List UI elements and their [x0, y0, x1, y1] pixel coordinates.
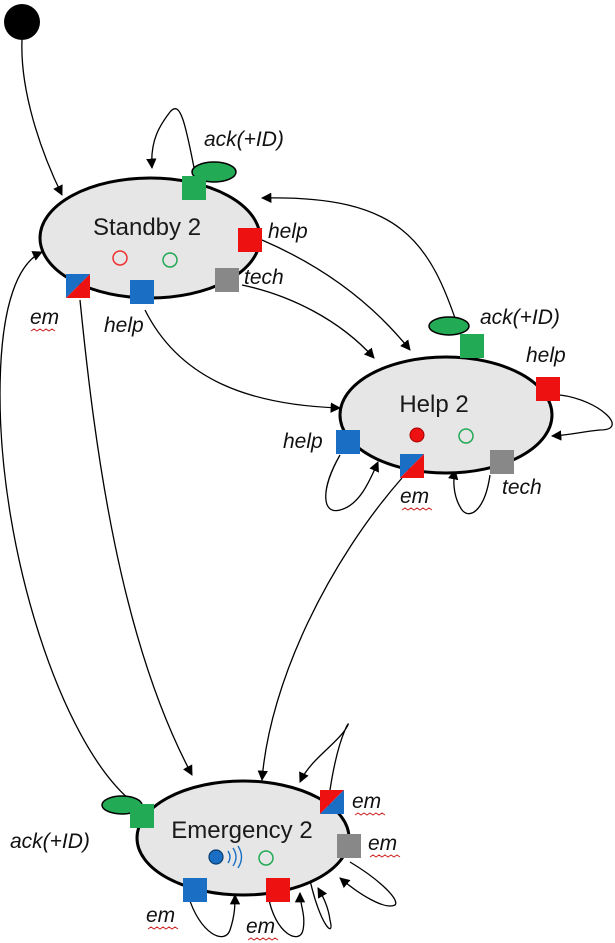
help-em-port [400, 454, 424, 478]
help-ack-label: ack(+ID) [480, 306, 560, 329]
help-help-left-label: help [283, 430, 323, 453]
emergency-label: Emergency 2 [171, 817, 312, 844]
edges [0, 39, 613, 938]
spellcheck-underline [247, 937, 279, 941]
emergency-em-right-label: em [368, 832, 397, 855]
help-ellipse [338, 355, 554, 475]
help-tech-label: tech [502, 476, 542, 499]
spellcheck-underline [369, 854, 401, 858]
help-help-left-port [336, 430, 360, 454]
edge-help-left-loop [325, 454, 379, 512]
edge-standby-ack-loop [146, 108, 197, 179]
standby-red-indicator [112, 250, 128, 266]
emergency-blue-indicator [208, 849, 224, 865]
help-ack-port [460, 334, 484, 358]
edge-help-right-loop [550, 394, 613, 441]
state-emergency: Emergency 2 [135, 779, 351, 897]
edge-standby-help-bottom-to-help [144, 309, 342, 413]
standby-label: Standby 2 [93, 214, 201, 241]
emergency-em-top-port [320, 790, 344, 814]
emergency-em-bottom-right-port [266, 878, 290, 902]
help-help-right-label: help [526, 344, 566, 367]
standby-ack-port [182, 176, 206, 200]
edge-emergency-bottom-loop-2 [267, 891, 306, 938]
standby-help-bottom-port [130, 280, 154, 304]
spellcheck-underline [354, 812, 386, 816]
edge-standby-tech-to-help [241, 284, 375, 359]
help-ack-token [428, 316, 470, 336]
edge-initial-to-standby [21, 39, 63, 196]
edge-standby-em-to-emergency [79, 299, 193, 776]
emergency-em-top-label: em [352, 790, 381, 813]
edge-emergency-bottom-loop-3 [309, 879, 332, 930]
standby-help-port [238, 228, 262, 252]
emergency-ack-port [130, 804, 154, 828]
help-label: Help 2 [399, 391, 468, 418]
standby-tech-port [215, 268, 239, 292]
state-standby: Standby 2 [38, 176, 262, 300]
signal-waves-icon [227, 845, 243, 869]
standby-ack-label: ack(+ID) [204, 128, 284, 151]
state-help: Help 2 [338, 355, 554, 475]
edge-emergency-top-loop [299, 723, 349, 791]
edge-emergency-bottom-loop-1 [187, 893, 241, 938]
edge-help-ack-to-standby [260, 192, 461, 334]
edge-emergency-ack-to-standby [0, 251, 131, 801]
spellcheck-underline [401, 507, 433, 511]
edge-emergency-right-loop [339, 861, 397, 907]
help-help-right-port [536, 377, 560, 401]
spellcheck-underline [30, 328, 56, 332]
emergency-em-right-port [337, 834, 361, 858]
standby-em-port [66, 274, 90, 298]
emergency-em-bottom-left-label: em [146, 904, 175, 927]
standby-tech-label: tech [244, 266, 284, 289]
help-red-indicator [409, 427, 425, 443]
help-tech-port [490, 450, 514, 474]
emergency-em-bottom-right-label: em [246, 915, 275, 938]
standby-green-indicator [162, 252, 178, 268]
edge-help-em-to-emergency [257, 477, 403, 782]
help-green-indicator [458, 428, 474, 444]
spellcheck-underline [147, 926, 179, 930]
edge-standby-help-to-help [261, 239, 411, 351]
emergency-green-indicator [258, 850, 274, 866]
help-em-label: em [400, 485, 429, 508]
standby-help-label: help [268, 220, 308, 243]
emergency-ack-label: ack(+ID) [10, 830, 90, 853]
standby-em-label: em [30, 306, 59, 329]
emergency-em-bottom-left-port [183, 878, 207, 902]
standby-help-bottom-label: help [104, 314, 144, 337]
initial-state-dot [4, 4, 40, 40]
edge-help-tech-loop [448, 468, 491, 515]
